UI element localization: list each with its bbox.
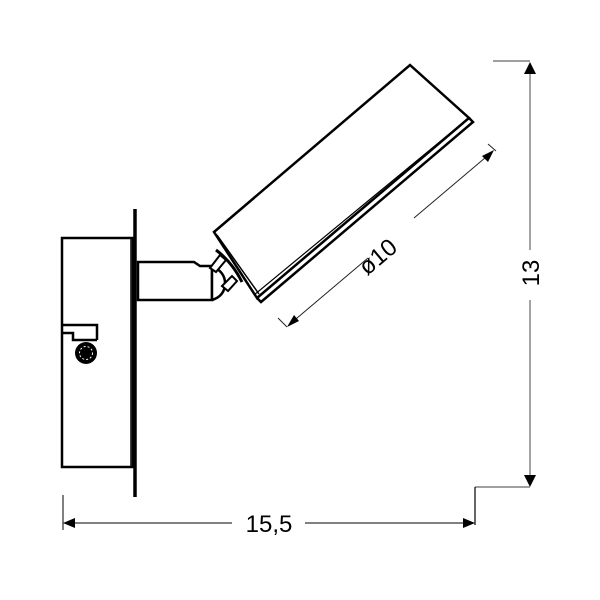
height-dimension [474, 60, 536, 525]
wall-backplate [60, 236, 135, 469]
diameter-dimension [277, 143, 497, 328]
width-dimension [62, 495, 475, 530]
diameter-label: ø10 [354, 234, 403, 281]
lamp-head [212, 63, 475, 304]
switch-icon [62, 323, 99, 364]
width-label: 15,5 [246, 511, 293, 538]
height-label: 13 [518, 260, 545, 287]
lamp-joint [208, 248, 244, 293]
